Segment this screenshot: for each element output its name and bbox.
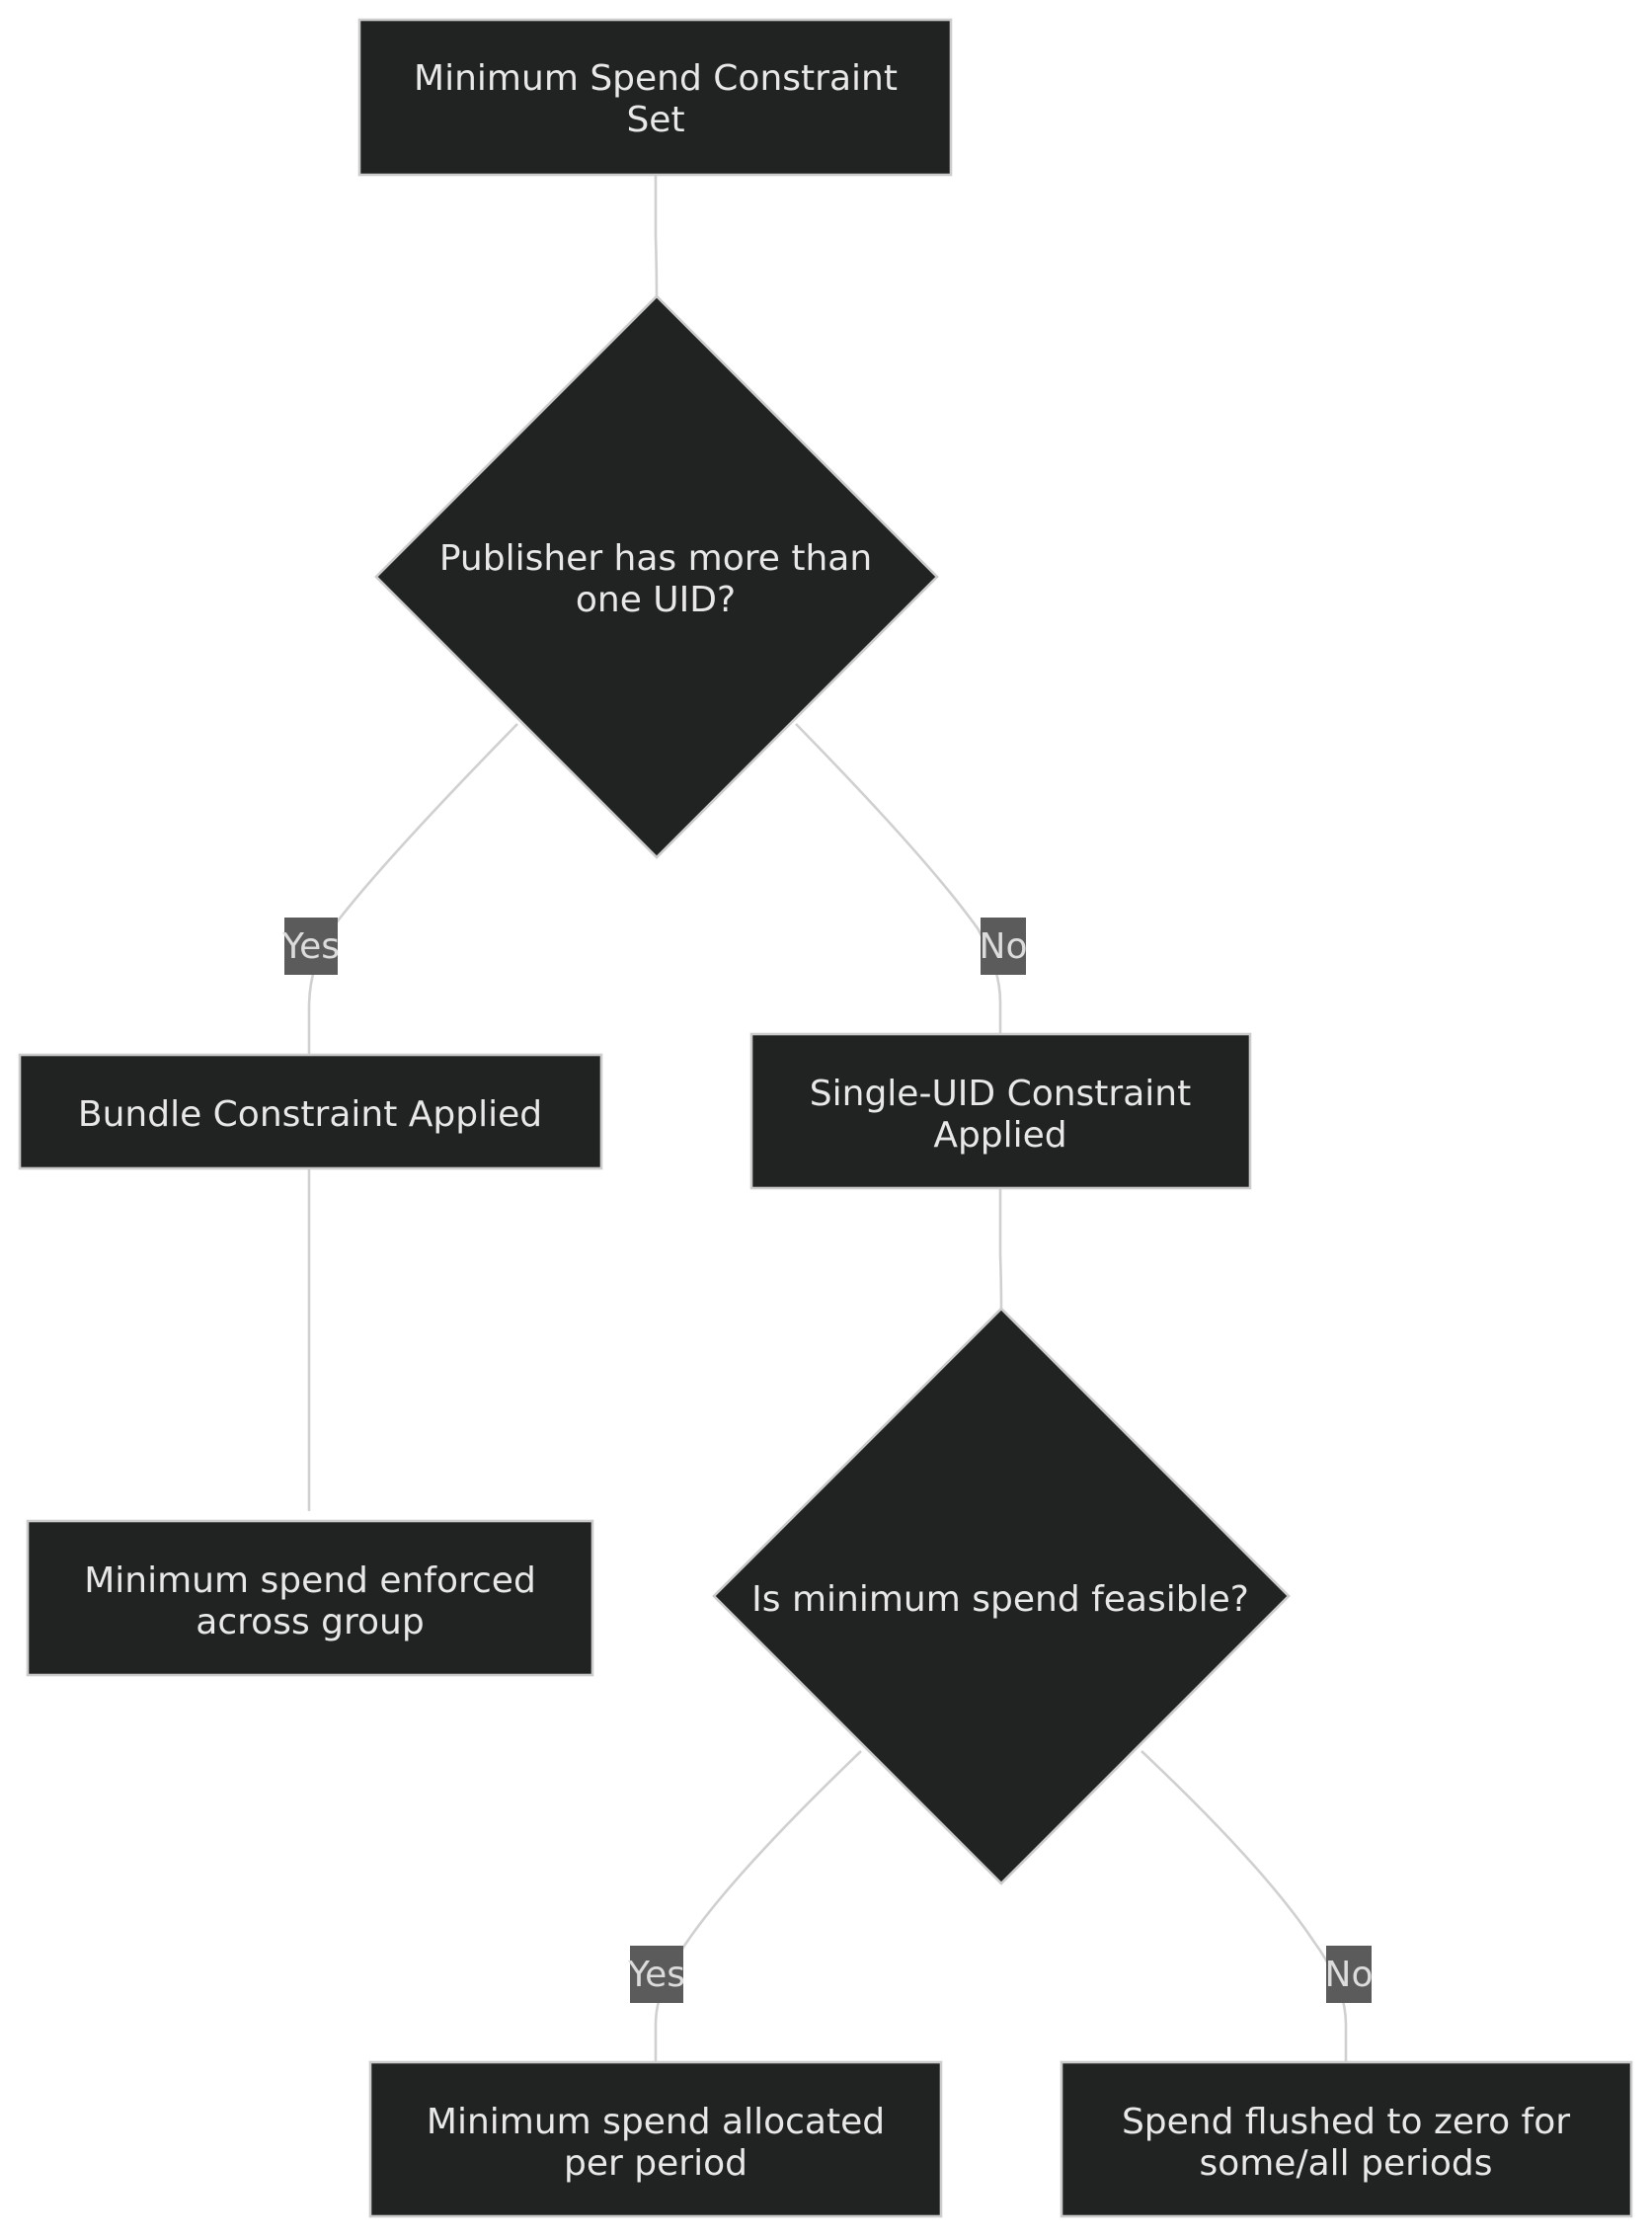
node-bundle-line1: Bundle Constraint Applied	[78, 1094, 542, 1135]
edge-label-feasible-no-text: No	[1325, 1955, 1374, 1995]
edge-decision-uid-no	[795, 723, 1002, 1034]
edge-start-to-decision-uid	[654, 175, 659, 297]
node-group-enforced-line1: Minimum spend enforced	[84, 1560, 536, 1601]
node-group-enforced: Minimum spend enforced across group	[26, 1519, 594, 1677]
node-group-enforced-line2: across group	[196, 1602, 424, 1642]
node-decision-feasible-line1: Is minimum spend feasible?	[751, 1579, 1249, 1620]
node-decision-uid-line1: Publisher has more than	[439, 538, 872, 579]
node-decision-uid-line2: one UID?	[576, 580, 736, 620]
node-allocated-line2: per period	[564, 2143, 747, 2184]
edge-single-uid-to-decision-feasible	[998, 1188, 1003, 1310]
node-decision-uid: Publisher has more than one UID?	[374, 294, 939, 859]
edge-decision-feasible-yes	[654, 1750, 862, 2062]
node-allocated-line1: Minimum spend allocated	[427, 2102, 885, 2142]
node-start: Minimum Spend Constraint Set	[357, 18, 953, 177]
edge-decision-feasible-no	[1141, 1750, 1348, 2062]
edge-label-uid-yes: Yes	[281, 918, 340, 975]
node-start-line1: Minimum Spend Constraint	[414, 58, 898, 99]
node-bundle-constraint: Bundle Constraint Applied	[18, 1053, 603, 1170]
edge-label-feasible-no: No	[1325, 1946, 1374, 2003]
edge-label-uid-no-text: No	[980, 926, 1028, 967]
node-single-uid-line2: Applied	[933, 1115, 1066, 1156]
edge-label-uid-yes-text: Yes	[281, 926, 340, 967]
node-single-uid-line1: Single-UID Constraint	[810, 1074, 1191, 1114]
node-flushed: Spend flushed to zero for some/all perio…	[1060, 2060, 1633, 2218]
node-flushed-line2: some/all periods	[1199, 2143, 1492, 2184]
node-start-line2: Set	[626, 100, 684, 140]
edge-label-uid-no: No	[980, 918, 1028, 975]
edge-label-feasible-yes-text: Yes	[627, 1955, 685, 1995]
node-allocated: Minimum spend allocated per period	[368, 2060, 943, 2218]
edge-label-feasible-yes: Yes	[627, 1946, 685, 2003]
node-flushed-line1: Spend flushed to zero for	[1122, 2102, 1570, 2142]
node-single-uid-constraint: Single-UID Constraint Applied	[749, 1032, 1252, 1190]
node-decision-feasible: Is minimum spend feasible?	[712, 1307, 1291, 1885]
edge-decision-uid-yes	[307, 723, 518, 1055]
